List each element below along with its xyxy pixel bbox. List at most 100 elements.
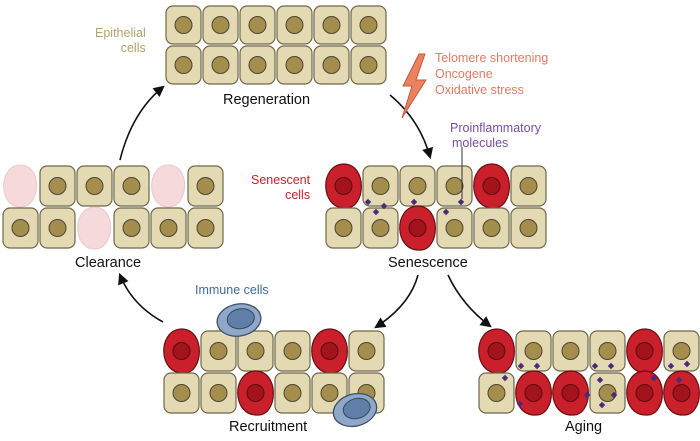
diamond-molecule-icon xyxy=(675,376,683,384)
epithelial-cell xyxy=(348,330,385,372)
senescent-cell xyxy=(473,163,510,209)
diamond-molecule-icon xyxy=(517,362,525,370)
epithelial-cell xyxy=(350,45,387,85)
senescent-cell xyxy=(515,370,552,416)
cleared-cell-ghost xyxy=(3,164,38,208)
epithelial-cell xyxy=(663,330,700,372)
epithelial-cell xyxy=(436,165,473,207)
senescence-label: Senescence xyxy=(388,255,468,271)
diamond-molecule-icon xyxy=(667,362,675,370)
immune-cell xyxy=(216,303,262,337)
proinflammatory-line1: Proinflammatory xyxy=(450,121,541,135)
epithelial-cell xyxy=(478,372,515,414)
diamond-molecule-icon xyxy=(380,202,388,210)
epithelial-cell xyxy=(515,330,552,372)
aging-label: Aging xyxy=(565,419,603,435)
epithelial-cell xyxy=(510,207,547,249)
diamond-molecule-icon xyxy=(596,376,604,384)
epithelial-cell xyxy=(399,165,436,207)
diamond-molecule-icon xyxy=(457,198,465,206)
diamond-molecule-icon xyxy=(364,198,372,206)
immune-cell xyxy=(332,392,378,428)
arrows-layer xyxy=(118,85,492,329)
epithelial-cell xyxy=(239,5,276,45)
epithelial-cell xyxy=(202,45,239,85)
epithelial-cell xyxy=(274,372,311,414)
epithelial-cell xyxy=(187,207,224,249)
diamond-molecule-icon xyxy=(683,360,691,368)
epithelial-cell xyxy=(473,207,510,249)
epithelial-cell xyxy=(589,372,626,414)
proinflammatory-line2: molecules xyxy=(452,136,509,150)
arrow-clearance-to-regeneration xyxy=(119,85,165,161)
epithelial-cell xyxy=(165,45,202,85)
diamond-molecule-icon xyxy=(501,374,509,382)
arrow-senescence-to-recruitment xyxy=(374,274,419,329)
diamond-molecule-icon xyxy=(533,362,541,370)
cleared-cell-ghost xyxy=(151,164,186,208)
proinflammatory-label: Proinflammatory molecules xyxy=(450,121,541,151)
diamond-molecule-icon xyxy=(598,401,606,409)
senescent-cell xyxy=(399,205,436,251)
stress-factors-label: Telomere shortening Oncogene Oxidative s… xyxy=(435,50,548,98)
clearance-label: Clearance xyxy=(75,255,142,271)
diamond-molecule-icon xyxy=(591,362,599,370)
epithelial-cell xyxy=(165,5,202,45)
diamond-molecule-icon xyxy=(610,391,618,399)
epithelial-cell xyxy=(325,207,362,249)
epithelial-cell xyxy=(552,330,589,372)
epithelial-cell xyxy=(113,165,150,207)
epithelial-cell xyxy=(589,330,626,372)
senescent-cell xyxy=(311,328,348,374)
epithelial-cell xyxy=(510,165,547,207)
senescent-cell xyxy=(626,328,663,374)
cells-layer xyxy=(2,5,700,416)
epithelial-cell xyxy=(313,45,350,85)
epithelial-cells-label: Epithelial cells xyxy=(95,26,146,56)
diamond-molecule-icon xyxy=(410,198,418,206)
epithelial-cell xyxy=(313,5,350,45)
epithelial-cell xyxy=(436,207,473,249)
epithelial-cell xyxy=(237,330,274,372)
arrow-senescence-to-aging xyxy=(447,274,492,328)
epithelial-cell xyxy=(276,45,313,85)
epithelial-cell xyxy=(276,5,313,45)
senescent-cell xyxy=(325,163,362,209)
epithelial-cell xyxy=(200,372,237,414)
epithelial-cell xyxy=(76,165,113,207)
cleared-cell-ghost xyxy=(77,206,112,250)
senescent-cell xyxy=(552,370,589,416)
senescent-cell xyxy=(626,370,663,416)
diamond-molecule-icon xyxy=(442,208,450,216)
epithelial-cell xyxy=(39,165,76,207)
epithelial-cell xyxy=(2,207,39,249)
epithelial-cell xyxy=(187,165,224,207)
epithelial-cell xyxy=(150,207,187,249)
diamond-molecule-icon xyxy=(372,208,380,216)
senescent-label-line2: cells xyxy=(285,188,311,202)
arrow-recruitment-to-clearance xyxy=(118,272,164,323)
senescent-cells-label: Senescent cells xyxy=(251,173,310,203)
stress-line-telomere: Telomere shortening xyxy=(435,51,549,65)
epithelial-cell xyxy=(239,45,276,85)
epithelial-label-line1: Epithelial xyxy=(95,26,146,40)
icons-layer xyxy=(216,53,691,428)
diamond-molecule-icon xyxy=(607,362,615,370)
epithelial-cell xyxy=(163,372,200,414)
epithelial-cell xyxy=(362,165,399,207)
senescent-label-line1: Senescent xyxy=(251,173,311,187)
diamond-molecule-icon xyxy=(650,374,658,382)
epithelial-cell xyxy=(362,207,399,249)
epithelial-cell xyxy=(113,207,150,249)
diamond-molecule-icon xyxy=(583,391,591,399)
epithelial-cell xyxy=(274,330,311,372)
epithelial-cell xyxy=(202,5,239,45)
senescent-cell xyxy=(663,370,700,416)
epithelial-cell xyxy=(350,5,387,45)
diamond-molecule-icon xyxy=(516,400,524,408)
epithelial-cell xyxy=(39,207,76,249)
stress-line-oncogene: Oncogene xyxy=(435,67,493,81)
senescent-cell xyxy=(237,370,274,416)
epithelial-label-line2: cells xyxy=(120,41,146,55)
